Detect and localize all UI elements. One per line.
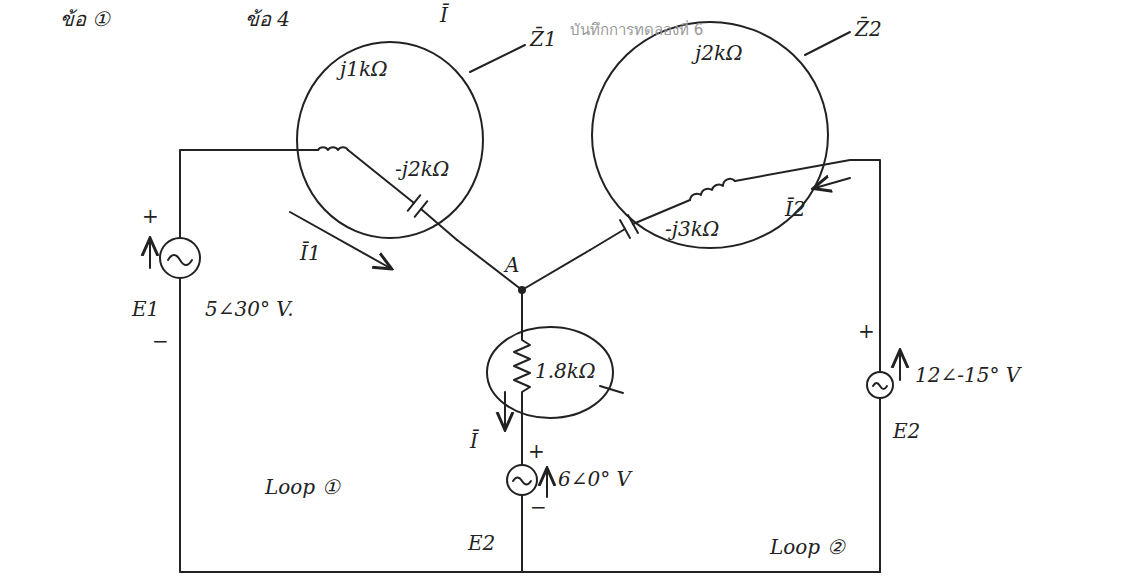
voltage-arrow [899,352,901,380]
wire-connector [522,250,590,325]
circuit-label: + [142,205,159,228]
wire [590,229,625,250]
circuit-label: 6∠0° V [558,468,631,491]
circuit-label: 12∠-15° V [915,364,1020,387]
leader-line [470,45,525,72]
circuit-label: Ī [440,4,448,27]
circuit-label: + [528,440,545,463]
wire [879,398,881,572]
impedance-group: j1kΩ -j2kΩ [295,40,485,240]
impedance-value: 1.8kΩ [535,360,596,383]
current-arrow [504,392,506,428]
voltage-arrow [546,470,548,497]
circuit-label: E2 [893,420,920,443]
circuit-label: − [530,496,547,519]
background-text: บันทึกการทดลองที่ 6 [570,22,703,39]
wire [521,495,523,572]
impedance-value: -j3kΩ [665,218,719,241]
circuit-label: Ī1 [300,242,321,265]
circuit-label: Ī2 [785,198,806,221]
impedance-value: j2kΩ [695,42,743,65]
circuit-label: ข้อ 4 [245,8,290,31]
circuit-label: + [858,320,875,343]
ac-source [507,465,537,495]
ac-source [160,238,200,278]
ac-source [867,372,893,398]
voltage-arrow [149,240,151,268]
circuit-label: Loop ② [770,536,845,559]
resistor-symbol [514,325,530,464]
circuit-label: 5∠30° V. [205,298,294,321]
circuit-label: ข้อ ① [60,8,110,31]
current-arrow [815,178,850,188]
circuit-label: Loop ① [265,476,340,499]
circuit-label: Z̄1 [530,28,557,51]
leader-line [600,386,623,393]
circuit-label: E2 [468,532,495,555]
circuit-label: E1 [132,298,159,321]
wire [180,278,880,572]
inductor-symbol [690,179,735,200]
impedance-value: -j2kΩ [395,158,449,181]
inductor-symbol [318,147,348,150]
leader-line [805,32,850,55]
wire [180,150,318,238]
impedance-value: j1kΩ [340,58,388,81]
circuit-label: Ī [470,430,478,453]
wire-connector [457,240,522,325]
circuit-label: A [505,254,519,277]
circuit-label: Z̄2 [855,18,882,41]
group-ellipse [295,40,485,240]
circuit-label: − [152,330,169,353]
wire [735,160,880,372]
impedance-group: 1.8kΩ [485,325,615,420]
capacitor-symbol [408,195,428,217]
current-arrow [290,212,390,268]
